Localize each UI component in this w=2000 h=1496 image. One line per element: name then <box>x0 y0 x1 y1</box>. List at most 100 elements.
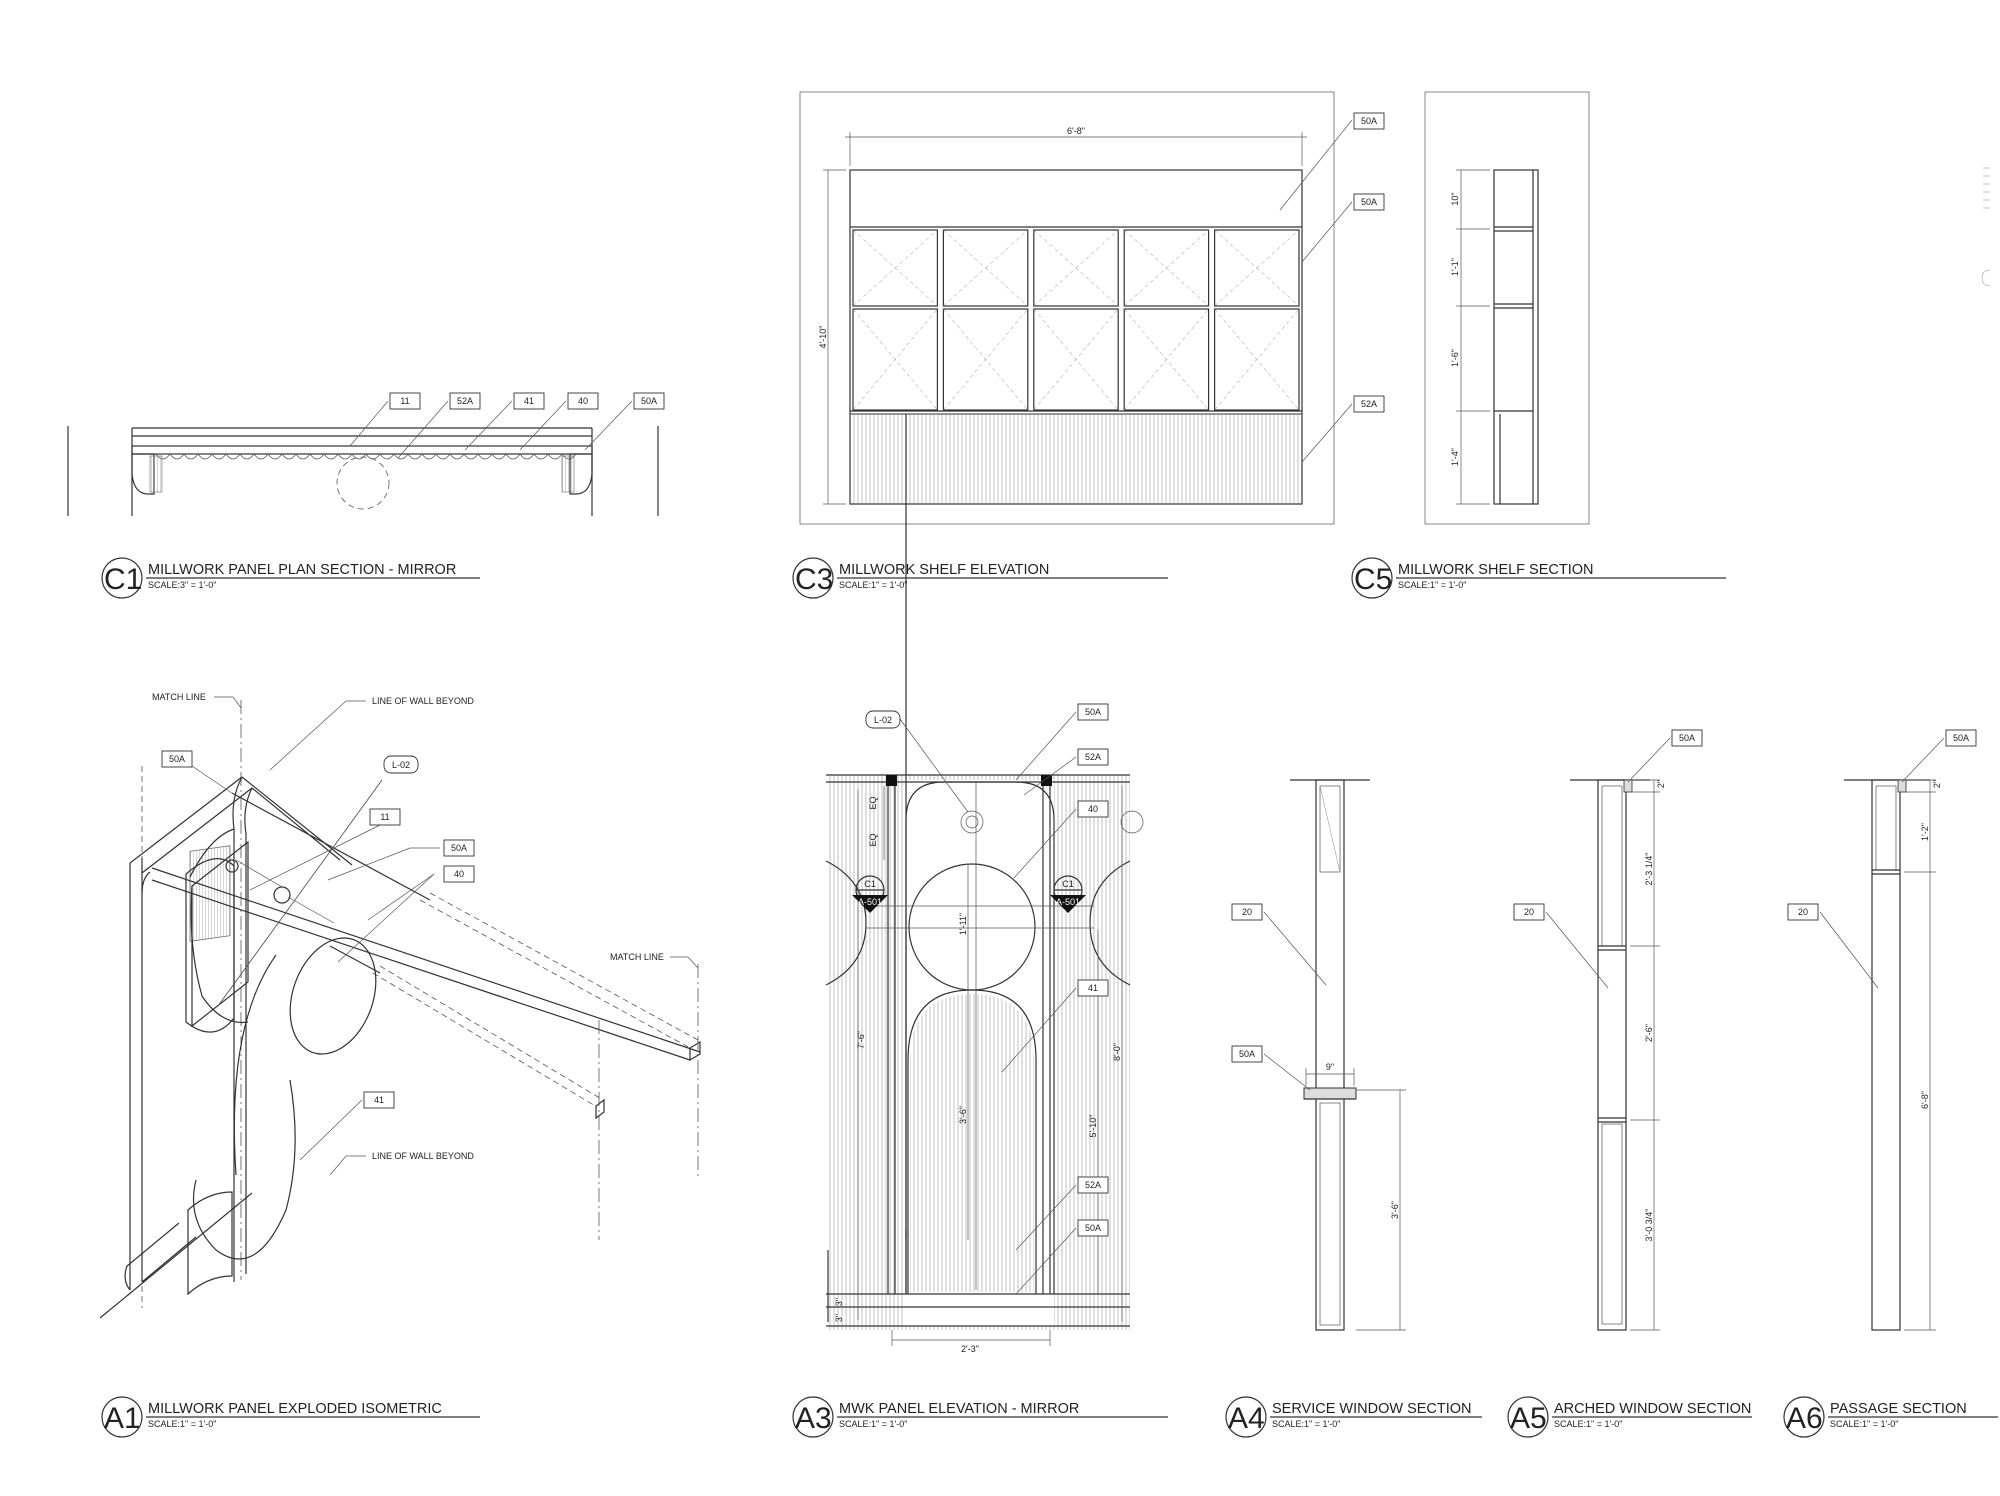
svg-text:50A: 50A <box>1085 707 1101 717</box>
svg-text:ARCHED WINDOW SECTION: ARCHED WINDOW SECTION <box>1554 1401 1751 1417</box>
svg-text:40: 40 <box>454 869 464 879</box>
detail-title-a4: A4 SERVICE WINDOW SECTION SCALE:1" = 1'-… <box>1225 1396 1482 1438</box>
svg-text:11: 11 <box>380 812 389 822</box>
shelf-cubby <box>1033 229 1119 307</box>
shelf-cubby <box>1123 308 1210 411</box>
cubby-cross-line <box>1214 308 1300 411</box>
svg-text:50A: 50A <box>451 843 467 853</box>
svg-text:EQ: EQ <box>868 833 878 846</box>
shelf-cubby <box>852 229 939 307</box>
section-marker-right: C1 A-501 <box>1050 875 1086 913</box>
tag-50A: 50A <box>1231 1045 1263 1063</box>
tag-41: 41 <box>363 1091 395 1109</box>
svg-text:3'-0 3/4": 3'-0 3/4" <box>1644 1209 1654 1242</box>
svg-text:C5: C5 <box>1354 563 1392 596</box>
svg-text:11: 11 <box>400 396 409 406</box>
detail-a5-drawing: 2" 2'-3 1/4" 2'-6" 3'-0 3/4" 20 50A <box>1513 729 1703 1331</box>
detail-a4-drawing: 9" 3'-6" 20 50A <box>1231 779 1406 1331</box>
svg-text:A3: A3 <box>795 1402 832 1435</box>
svg-text:A-501: A-501 <box>858 897 882 907</box>
svg-text:4'-10": 4'-10" <box>818 326 828 349</box>
svg-text:50A: 50A <box>641 396 657 406</box>
svg-text:SCALE:3" = 1'-0": SCALE:3" = 1'-0" <box>148 580 216 590</box>
svg-text:2'-3 1/4": 2'-3 1/4" <box>1644 853 1654 886</box>
svg-text:MILLWORK PANEL EXPLODED ISOMET: MILLWORK PANEL EXPLODED ISOMETRIC <box>148 1401 442 1417</box>
svg-text:SCALE:1" = 1'-0": SCALE:1" = 1'-0" <box>839 580 907 590</box>
svg-text:52A: 52A <box>1361 399 1377 409</box>
svg-text:C1: C1 <box>1062 879 1074 889</box>
svg-text:C1: C1 <box>864 879 876 889</box>
tag-11: 11 <box>389 392 421 410</box>
svg-text:EQ: EQ <box>868 796 878 809</box>
shelf-cubby <box>942 229 1029 307</box>
svg-text:LINE OF WALL BEYOND: LINE OF WALL BEYOND <box>372 1151 474 1161</box>
svg-text:3": 3" <box>834 1314 844 1322</box>
svg-text:20: 20 <box>1242 907 1252 917</box>
cubby-cross-line <box>1033 308 1119 411</box>
tag-41: 41 <box>513 392 545 410</box>
tag-20: 20 <box>1787 903 1819 921</box>
svg-text:L-02: L-02 <box>874 715 892 725</box>
shelf-cubby <box>942 308 1029 411</box>
tag-L02: L-02 <box>865 710 901 729</box>
tag-52A: 52A <box>1077 748 1109 766</box>
shelf-cubby <box>1033 308 1119 411</box>
svg-text:C1: C1 <box>104 563 142 596</box>
detail-c1-drawing: 11 52A 41 40 50A <box>67 392 665 516</box>
svg-text:A1: A1 <box>104 1402 141 1435</box>
cubby-cross-line <box>1214 229 1300 307</box>
svg-text:3": 3" <box>834 1298 844 1306</box>
svg-text:41: 41 <box>1088 983 1098 993</box>
svg-text:50A: 50A <box>169 754 185 764</box>
edge-partial-marks <box>1981 167 1991 287</box>
svg-text:L-02: L-02 <box>392 760 410 770</box>
svg-text:MATCH LINE: MATCH LINE <box>152 692 206 702</box>
svg-text:20: 20 <box>1798 907 1808 917</box>
svg-text:1'-4": 1'-4" <box>1450 448 1460 466</box>
detail-title-c3: C3 MILLWORK SHELF ELEVATION SCALE:1" = 1… <box>792 557 1168 599</box>
svg-text:50A: 50A <box>1679 733 1695 743</box>
tag-20: 20 <box>1513 903 1545 921</box>
tag-11: 11 <box>369 808 401 826</box>
svg-text:LINE OF WALL BEYOND: LINE OF WALL BEYOND <box>372 696 474 706</box>
svg-text:40: 40 <box>1088 804 1098 814</box>
tag-50A: 50A <box>633 392 665 410</box>
tag-50A: 50A <box>1945 729 1977 747</box>
tag-50A: 50A <box>1353 112 1385 130</box>
cubby-cross-line <box>1033 229 1119 307</box>
svg-text:20: 20 <box>1524 907 1534 917</box>
svg-text:SERVICE WINDOW SECTION: SERVICE WINDOW SECTION <box>1272 1401 1472 1417</box>
tag-50A: 50A <box>443 839 475 857</box>
cubby-cross-line <box>943 229 1028 307</box>
detail-c3-drawing: 6'-8" 4'-10" 50A 50A 52A <box>799 91 1385 525</box>
svg-text:41: 41 <box>524 396 534 406</box>
cubby-cross-line <box>1124 229 1209 307</box>
cubby-cross-line <box>852 229 938 307</box>
section-marker-left: C1 A-501 <box>852 875 888 913</box>
svg-text:7'-6": 7'-6" <box>856 1031 866 1049</box>
detail-a3-drawing: 7'-6" EQ EQ 1'-11" 3'-6" 5'-10" 8'-0" 3"… <box>825 414 1144 1354</box>
svg-text:3'-6": 3'-6" <box>1390 1201 1400 1219</box>
tag-40: 40 <box>1077 800 1109 818</box>
svg-text:8'-0": 8'-0" <box>1112 1043 1122 1061</box>
detail-c5-drawing: 10" 1'-1" 1'-6" 1'-4" <box>1424 91 1590 525</box>
shelf-cubby <box>1213 229 1300 307</box>
tag-L02: L-02 <box>383 755 419 774</box>
shelf-cubby <box>852 308 939 411</box>
svg-text:40: 40 <box>578 396 588 406</box>
svg-text:50A: 50A <box>1953 733 1969 743</box>
tag-50A: 50A <box>1077 703 1109 721</box>
svg-text:MILLWORK SHELF SECTION: MILLWORK SHELF SECTION <box>1398 562 1594 578</box>
svg-text:10": 10" <box>1450 192 1460 205</box>
svg-text:SCALE:1" = 1'-0": SCALE:1" = 1'-0" <box>1398 580 1466 590</box>
svg-text:1'-6": 1'-6" <box>1450 349 1460 367</box>
tag-52A: 52A <box>449 392 481 410</box>
svg-text:MILLWORK SHELF ELEVATION: MILLWORK SHELF ELEVATION <box>839 562 1049 578</box>
shelf-cubby <box>1213 308 1300 411</box>
tag-50A: 50A <box>1077 1219 1109 1237</box>
svg-text:50A: 50A <box>1361 116 1377 126</box>
detail-title-c5: C5 MILLWORK SHELF SECTION SCALE:1" = 1'-… <box>1351 557 1726 599</box>
cubby-cross-line <box>852 308 938 411</box>
svg-text:2": 2" <box>1932 780 1942 788</box>
